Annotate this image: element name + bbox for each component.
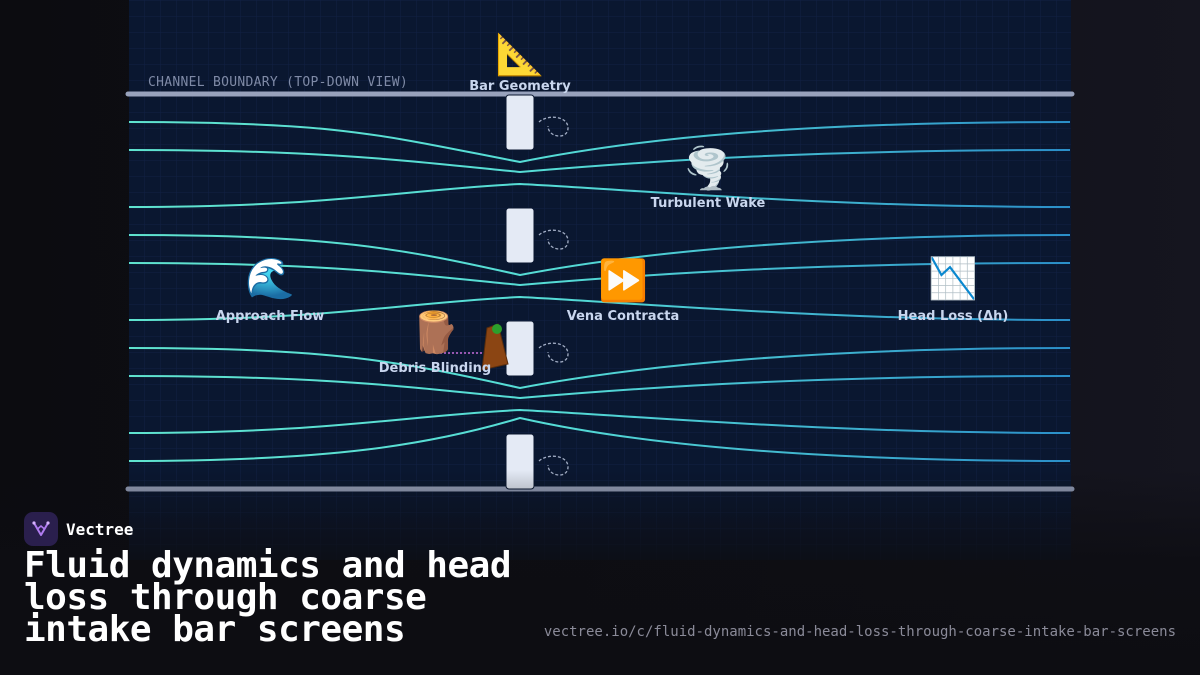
node-head-loss: 📉 Head Loss (Δh)	[898, 255, 1009, 324]
node-approach-flow: 🌊 Approach Flow	[216, 255, 325, 324]
streamline	[128, 408, 1071, 434]
streamline	[128, 234, 1071, 277]
wood-log-icon: 🪵	[410, 309, 460, 356]
streamline	[128, 121, 1071, 164]
eddy	[538, 116, 569, 137]
node-turbulent-wake: 🌪️ Turbulent Wake	[651, 144, 766, 211]
streamline	[128, 416, 1071, 462]
node-label: Approach Flow	[216, 309, 325, 324]
fast-forward-icon: ⏩	[598, 257, 648, 304]
streamlines	[128, 121, 1071, 462]
node-debris-blinding: 🪵 Debris Blinding	[379, 309, 491, 376]
eddy	[538, 342, 569, 363]
page-title: Fluid dynamics and head loss through coa…	[24, 545, 512, 650]
node-label: Vena Contracta	[567, 309, 680, 324]
streamline	[128, 295, 1071, 321]
source-url[interactable]: vectree.io/c/fluid-dynamics-and-head-los…	[543, 624, 1176, 640]
streamline	[128, 182, 1071, 208]
debris-clog	[440, 323, 509, 371]
streamline	[128, 149, 1071, 174]
eddy	[538, 229, 569, 250]
streamline	[128, 347, 1071, 390]
screen-bar	[505, 207, 535, 264]
tornado-icon: 🌪️	[683, 144, 733, 192]
wave-icon: 🌊	[245, 255, 295, 302]
triangular-ruler-icon: 📐	[495, 31, 545, 78]
node-label: Head Loss (Δh)	[898, 309, 1009, 324]
screen-bar	[505, 320, 535, 377]
streamline	[128, 375, 1071, 400]
screen-bar	[505, 94, 535, 151]
vectree-logo-icon	[24, 512, 58, 546]
streamline	[128, 262, 1071, 287]
node-bar-geometry: 📐 Bar Geometry	[469, 31, 571, 94]
screen-bar	[505, 433, 535, 490]
debris-leaf	[492, 324, 502, 334]
channel-boundary-caption: CHANNEL BOUNDARY (TOP-DOWN VIEW)	[148, 75, 408, 90]
chart-decreasing-icon: 📉	[928, 255, 978, 302]
brand: Vectree	[24, 512, 133, 546]
node-label: Turbulent Wake	[651, 196, 766, 211]
node-vena-contracta: ⏩ Vena Contracta	[567, 257, 680, 324]
node-label: Bar Geometry	[469, 79, 571, 94]
node-label: Debris Blinding	[379, 361, 491, 376]
brand-name: Vectree	[66, 519, 134, 539]
